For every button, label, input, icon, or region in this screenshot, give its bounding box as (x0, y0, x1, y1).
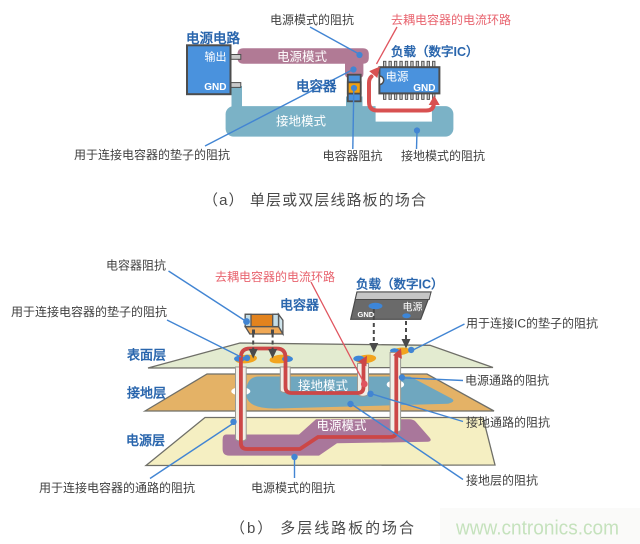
svg-text:接地模式: 接地模式 (276, 114, 327, 129)
svg-text:接地通路的阻抗: 接地通路的阻抗 (466, 415, 550, 430)
svg-text:电容器阻抗: 电容器阻抗 (323, 148, 383, 163)
svg-text:www.cntronics.com: www.cntronics.com (455, 518, 619, 540)
svg-text:电源层: 电源层 (126, 433, 165, 448)
svg-text:电源: 电源 (386, 70, 409, 84)
svg-text:接地模式: 接地模式 (298, 378, 349, 393)
svg-text:GND: GND (413, 83, 435, 94)
svg-text:用于连接电容器的通路的阻抗: 用于连接电容器的通路的阻抗 (39, 480, 195, 495)
svg-text:电容器: 电容器 (280, 298, 320, 313)
svg-text:电源模式的阻抗: 电源模式的阻抗 (251, 480, 335, 495)
svg-text:电容器: 电容器 (296, 78, 337, 94)
svg-text:（a） 单层或双层线路板的场合: （a） 单层或双层线路板的场合 (203, 191, 426, 209)
svg-text:去耦电容器的电流环路: 去耦电容器的电流环路 (215, 269, 335, 284)
svg-text:用于连接IC的垫子的阻抗: 用于连接IC的垫子的阻抗 (466, 316, 598, 331)
svg-text:GND: GND (358, 310, 375, 319)
svg-text:电源模式: 电源模式 (277, 50, 328, 64)
svg-text:GND: GND (204, 82, 226, 93)
svg-text:负载（数字IC）: 负载（数字IC） (356, 277, 444, 292)
svg-text:接地层的阻抗: 接地层的阻抗 (466, 473, 538, 488)
svg-text:表面层: 表面层 (126, 348, 166, 363)
svg-text:接地层: 接地层 (127, 386, 166, 401)
svg-text:（b） 多层线路板的场合: （b） 多层线路板的场合 (230, 519, 414, 537)
svg-text:接地模式的阻抗: 接地模式的阻抗 (401, 148, 485, 163)
svg-text:电源通路的阻抗: 电源通路的阻抗 (465, 373, 549, 388)
svg-text:电容器阻抗: 电容器阻抗 (106, 258, 166, 273)
svg-text:负载（数字IC）: 负载（数字IC） (391, 44, 479, 59)
svg-text:电源模式的阻抗: 电源模式的阻抗 (270, 12, 354, 27)
svg-text:用于连接电容器的垫子的阻抗: 用于连接电容器的垫子的阻抗 (11, 304, 167, 319)
svg-text:输出: 输出 (205, 50, 227, 64)
svg-text:电源: 电源 (403, 301, 423, 314)
svg-text:去耦电容器的电流环路: 去耦电容器的电流环路 (391, 12, 511, 27)
svg-text:电源电路: 电源电路 (186, 30, 240, 46)
svg-text:用于连接电容器的垫子的阻抗: 用于连接电容器的垫子的阻抗 (74, 147, 230, 162)
svg-text:电源模式: 电源模式 (316, 419, 367, 433)
